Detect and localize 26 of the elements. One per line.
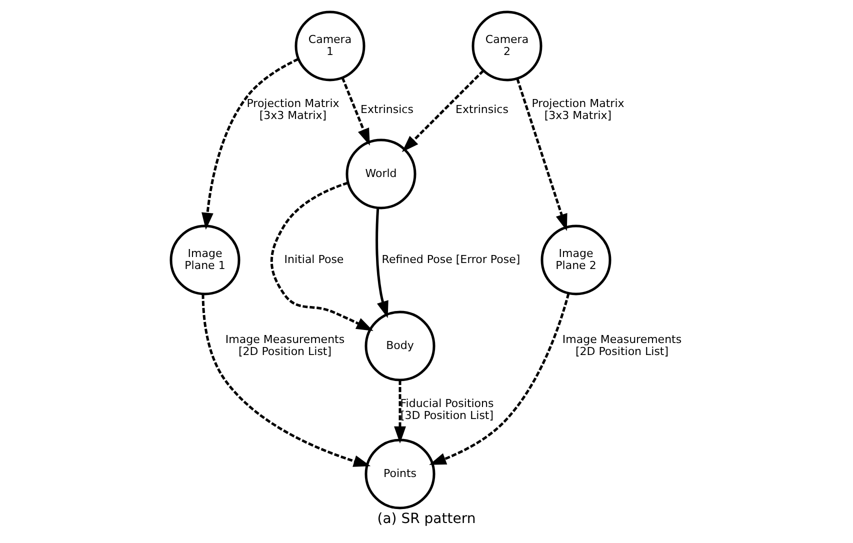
edge-label: Fiducial Positions [3D Position List] xyxy=(400,396,494,422)
node-circle: Image Plane 2 xyxy=(540,224,612,296)
edge-label: Image Measurements [2D Position List] xyxy=(562,332,682,358)
arrow xyxy=(429,293,570,465)
caption: (a) SR pattern xyxy=(377,511,476,528)
arrow xyxy=(402,70,484,152)
node-circle: World xyxy=(346,138,416,210)
arrow xyxy=(394,380,406,444)
edge-label: Image Measurements [2D Position List] xyxy=(225,332,345,358)
arrow xyxy=(202,294,371,467)
node-circle: Body xyxy=(364,310,436,382)
edge-label: Extrinsics xyxy=(456,102,508,116)
edge-label: Extrinsics xyxy=(360,102,414,116)
arrow xyxy=(270,182,374,332)
arrow xyxy=(516,78,568,231)
arrow xyxy=(202,58,299,230)
edge-label: Projection Matrix [3x3 Matrix] xyxy=(532,96,624,122)
arrow xyxy=(341,77,370,146)
edge-label: Projection Matrix [3x3 Matrix] xyxy=(246,96,340,122)
arrow xyxy=(376,208,388,318)
node-circle: Points xyxy=(364,438,436,510)
edge-label: Refined Pose [Error Pose] xyxy=(382,252,520,266)
node-circle: Camera 2 xyxy=(472,10,542,82)
node-circle: Camera 1 xyxy=(294,10,366,82)
edge-label: Initial Pose xyxy=(284,252,344,266)
node-circle: Image Plane 1 xyxy=(170,224,240,296)
